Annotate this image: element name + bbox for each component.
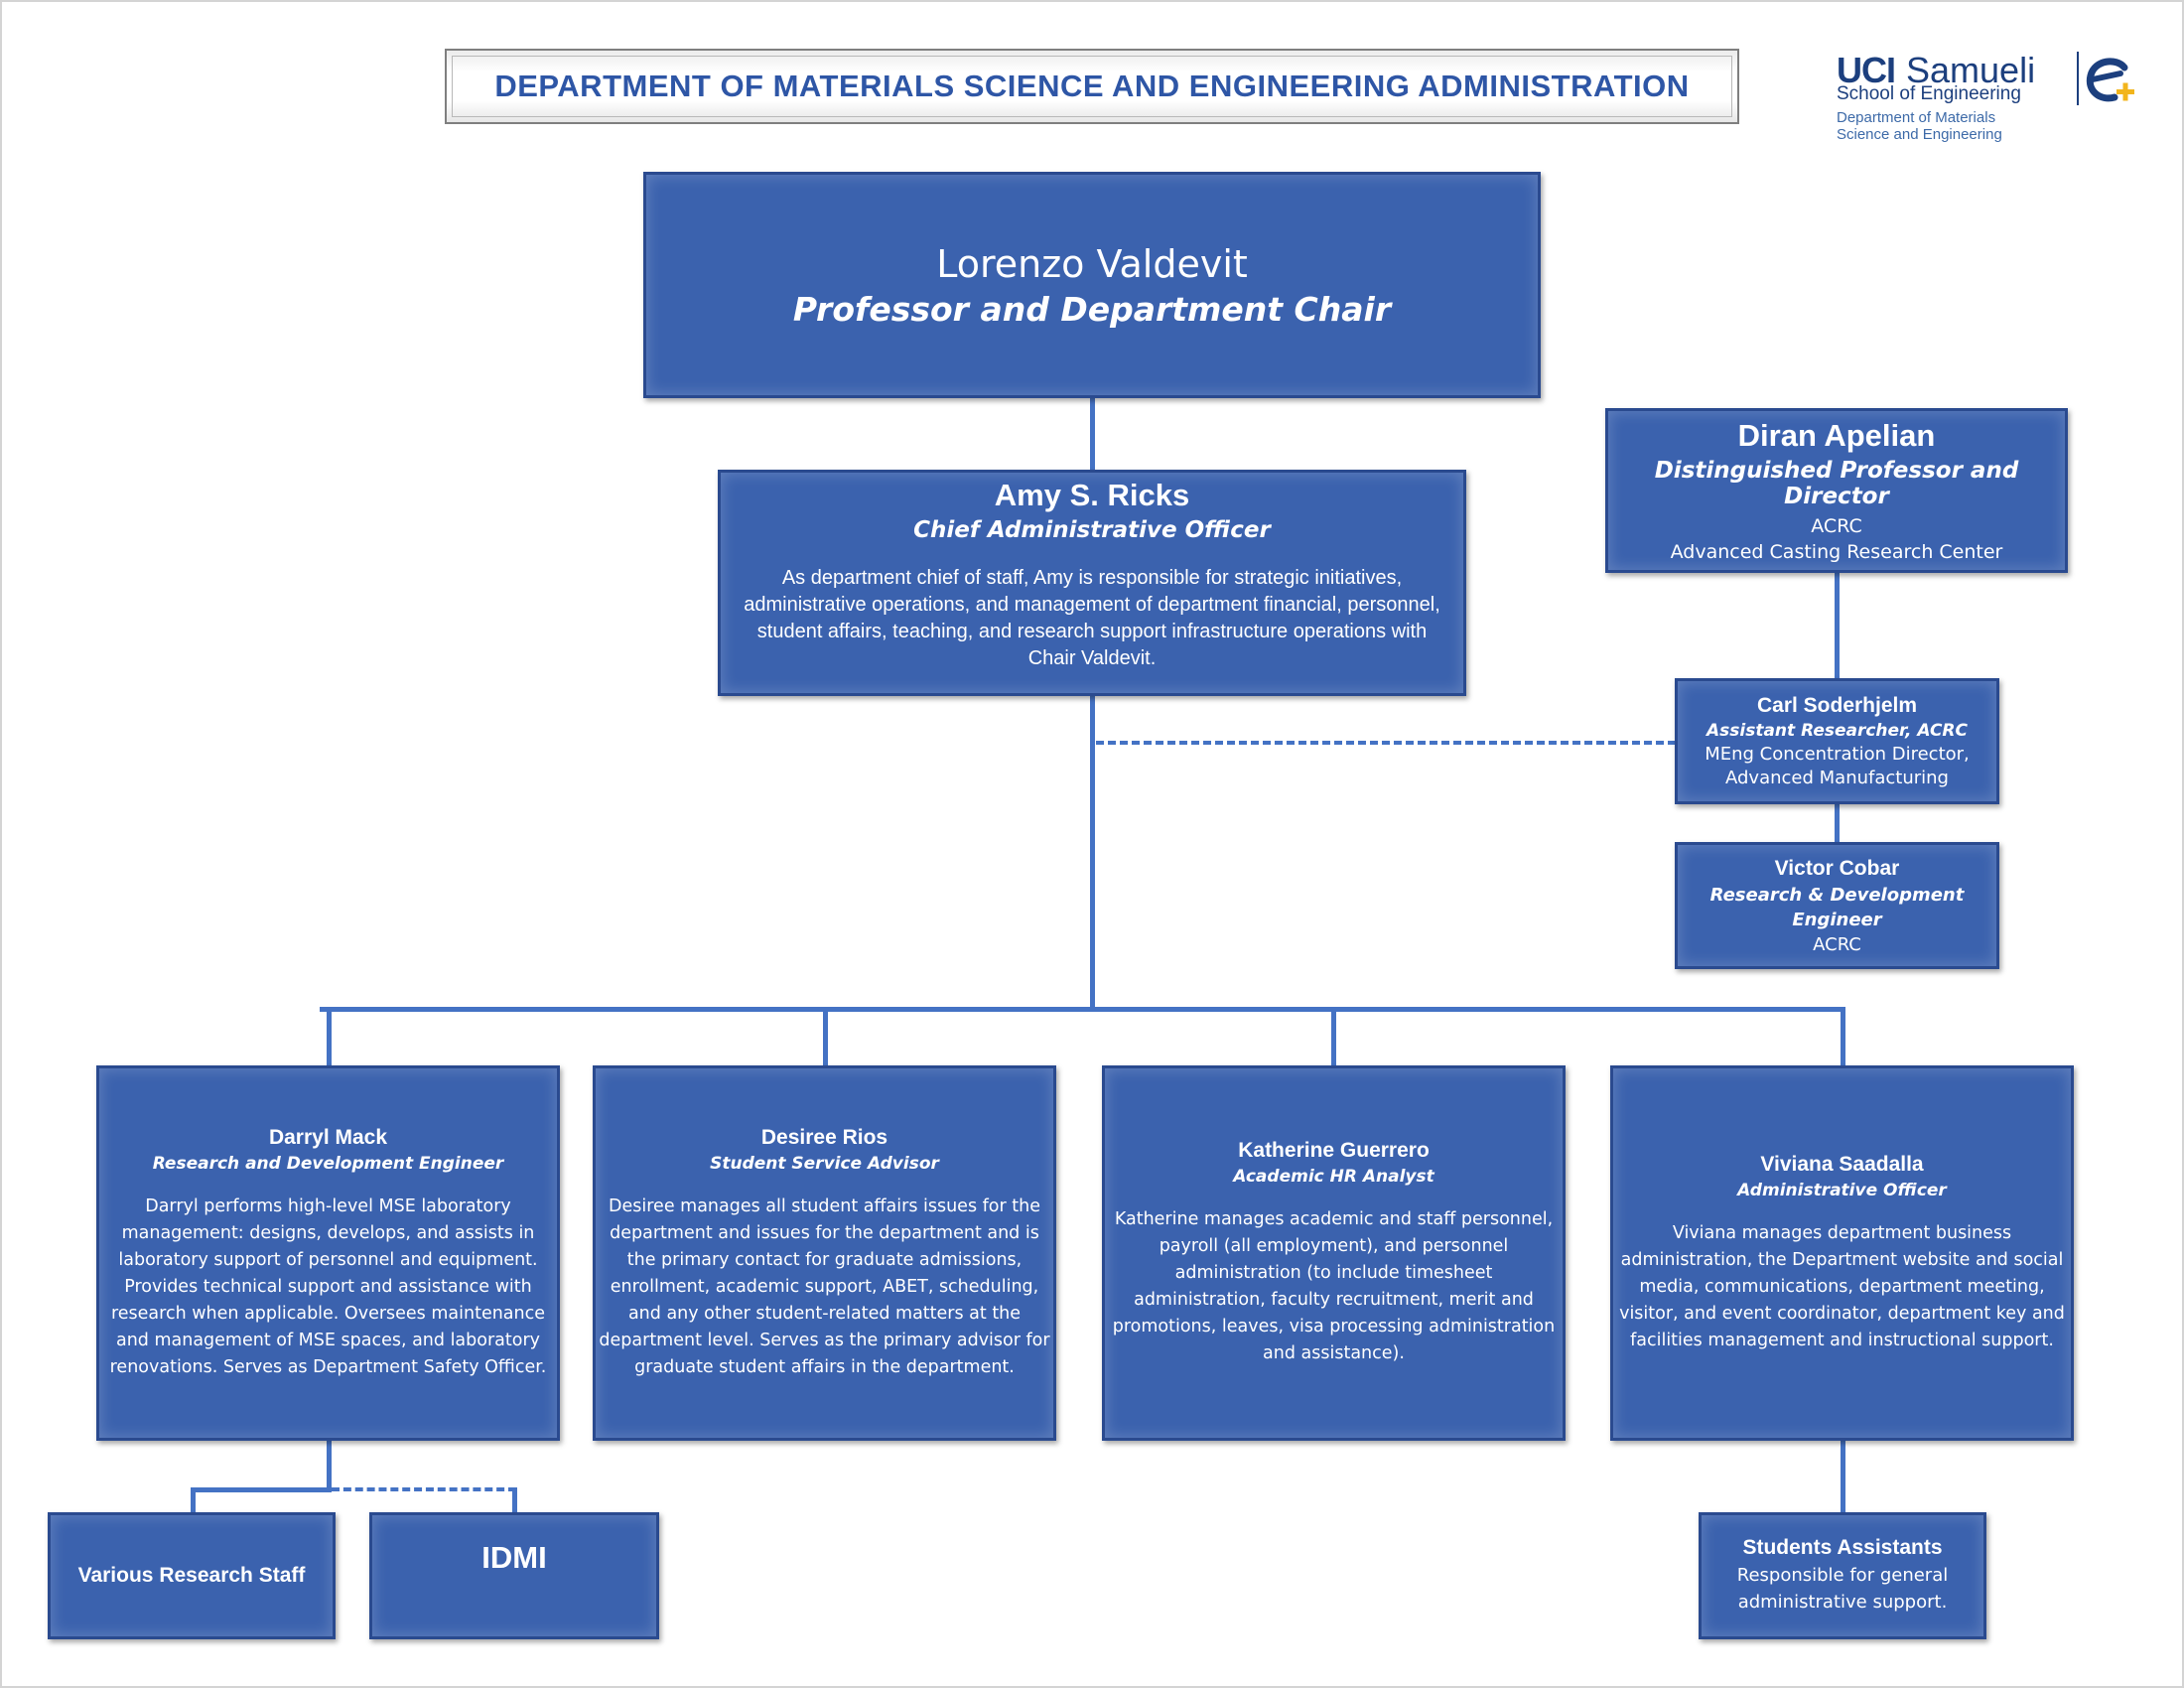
connector-idmi-v [512, 1487, 517, 1514]
chair-role: Professor and Department Chair [792, 289, 1392, 329]
carl-line2: Advanced Manufacturing [1725, 768, 1949, 788]
students-box: Students Assistants Responsible for gene… [1699, 1512, 1986, 1639]
acrc-director-name: Diran Apelian [1737, 418, 1936, 453]
staff-box-darryl: Darryl Mack Research and Development Eng… [96, 1065, 560, 1441]
cao-role: Chief Administrative Officer [913, 517, 1271, 543]
logo-dept-line1: Department of Materials [1837, 109, 1996, 126]
connector-desiree [823, 1007, 828, 1068]
staff-role: Student Service Advisor [710, 1153, 939, 1174]
acrc-director-line1: ACRC [1811, 515, 1862, 537]
staff-box-katherine: Katherine Guerrero Academic HR Analyst K… [1102, 1065, 1566, 1441]
title-banner-inner-border [452, 56, 1732, 117]
staff-description: Katherine manages academic and staff per… [1112, 1209, 1556, 1363]
carl-role: Assistant Researcher, ACRC [1706, 721, 1968, 741]
idmi-box: IDMI [369, 1512, 659, 1639]
page-title-banner: DEPARTMENT OF MATERIALS SCIENCE AND ENGI… [445, 49, 1739, 124]
victor-role-line2: Engineer [1792, 909, 1882, 930]
chair-box: Lorenzo Valdevit Professor and Departmen… [643, 172, 1541, 398]
staff-role: Research and Development Engineer [152, 1153, 504, 1174]
staff-role: Academic HR Analyst [1233, 1167, 1434, 1187]
connector-darryl-down [327, 1440, 332, 1491]
staff-name: Katherine Guerrero [1238, 1139, 1430, 1162]
acrc-director-line2: Advanced Casting Research Center [1670, 541, 2003, 563]
logo-dept-line2: Science and Engineering [1837, 126, 2002, 143]
victor-role-line1: Research & Development [1709, 884, 1965, 906]
connector-research-staff-h [191, 1487, 332, 1492]
connector-director-carl [1835, 571, 1840, 680]
logo-divider [2077, 52, 2079, 105]
staff-name: Viviana Saadalla [1760, 1152, 1924, 1176]
victor-box: Victor Cobar Research & Development Engi… [1675, 842, 1999, 969]
staff-box-viviana: Viviana Saadalla Administrative Officer … [1610, 1065, 2074, 1441]
logo-samueli: Samueli [1906, 50, 2036, 90]
connector-chair-cao [1090, 397, 1095, 472]
dashed-connector-idmi [332, 1487, 516, 1491]
students-name: Students Assistants [1742, 1536, 1943, 1559]
staff-description: Darryl performs high-level MSE laborator… [109, 1196, 547, 1377]
cao-description: As department chief of staff, Amy is res… [744, 567, 1440, 669]
staff-role: Administrative Officer [1737, 1180, 1947, 1200]
idmi-label: IDMI [481, 1540, 547, 1575]
staff-name: Desiree Rios [760, 1125, 888, 1149]
carl-name: Carl Soderhjelm [1756, 694, 1918, 717]
logo-department: Department of Materials Science and Engi… [1837, 109, 2002, 143]
staff-description: Viviana manages department business admi… [1619, 1222, 2065, 1350]
cao-name: Amy S. Ricks [994, 478, 1190, 512]
connector-darryl [327, 1007, 332, 1068]
staff-name: Darryl Mack [268, 1125, 388, 1149]
victor-name: Victor Cobar [1774, 856, 1900, 880]
connector-staff-horizontal [320, 1007, 1845, 1012]
carl-box: Carl Soderhjelm Assistant Researcher, AC… [1675, 678, 1999, 804]
acrc-director-box: Diran Apelian Distinguished Professor an… [1605, 408, 2068, 573]
cao-box: Amy S. Ricks Chief Administrative Office… [718, 470, 1466, 696]
connector-katherine [1331, 1007, 1336, 1068]
staff-box-desiree: Desiree Rios Student Service Advisor Des… [593, 1065, 1056, 1441]
connector-research-staff-v [191, 1487, 196, 1514]
connector-carl-victor [1835, 802, 1840, 844]
e-plus-logo-icon [2086, 58, 2134, 102]
students-description: Responsible for general administrative s… [1736, 1565, 1949, 1613]
page-title: DEPARTMENT OF MATERIALS SCIENCE AND ENGI… [494, 69, 1690, 103]
acrc-director-role: Distinguished Professor and Director [1654, 458, 2019, 509]
staff-description: Desiree manages all student affairs issu… [599, 1196, 1050, 1377]
logo-school: School of Engineering [1837, 83, 2021, 104]
connector-students [1841, 1440, 1845, 1514]
research-staff-label: Various Research Staff [77, 1564, 306, 1587]
dashed-connector-carl [1096, 741, 1676, 745]
chair-name: Lorenzo Valdevit [936, 241, 1248, 286]
logo-uci: UCI [1837, 50, 1896, 90]
connector-viviana [1841, 1007, 1845, 1068]
connector-cao-trunk [1090, 695, 1095, 1011]
victor-line1: ACRC [1813, 933, 1861, 955]
uci-samueli-logo: UCI Samueli School of Engineering Depart… [1835, 50, 2134, 149]
carl-line1: MEng Concentration Director, [1705, 744, 1970, 765]
research-staff-box: Various Research Staff [48, 1512, 336, 1639]
